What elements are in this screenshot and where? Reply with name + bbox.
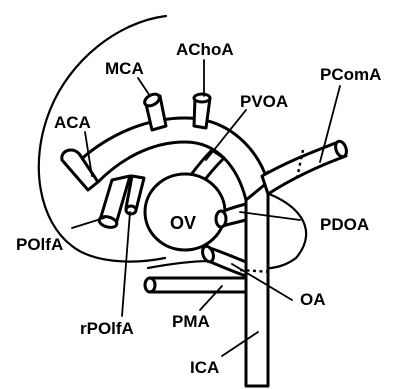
label-pma: PMA	[172, 312, 210, 331]
label-pdoa: PDOA	[320, 215, 369, 234]
ov-circle	[145, 174, 225, 250]
label-aca: ACA	[54, 113, 91, 132]
label-ica: ICA	[190, 358, 219, 377]
leader-mca	[138, 78, 150, 96]
achoa-end	[194, 94, 210, 102]
label-mca: MCA	[105, 59, 144, 78]
pma-vessel	[150, 278, 246, 292]
label-achoa: AChoA	[176, 40, 234, 59]
leader-rpolfa	[122, 212, 130, 316]
label-oa: OA	[300, 290, 326, 309]
pdoa-end	[216, 211, 226, 227]
label-ov: OV	[170, 213, 196, 233]
label-rpolfa: rPOlfA	[80, 319, 134, 338]
label-pcoma: PComA	[320, 65, 381, 84]
label-polfa: POlfA	[16, 235, 63, 254]
rpolfa-end	[126, 206, 136, 214]
pma-end	[145, 278, 155, 292]
label-pvoa: PVOA	[240, 92, 288, 111]
pcoma-vessel	[262, 142, 346, 194]
